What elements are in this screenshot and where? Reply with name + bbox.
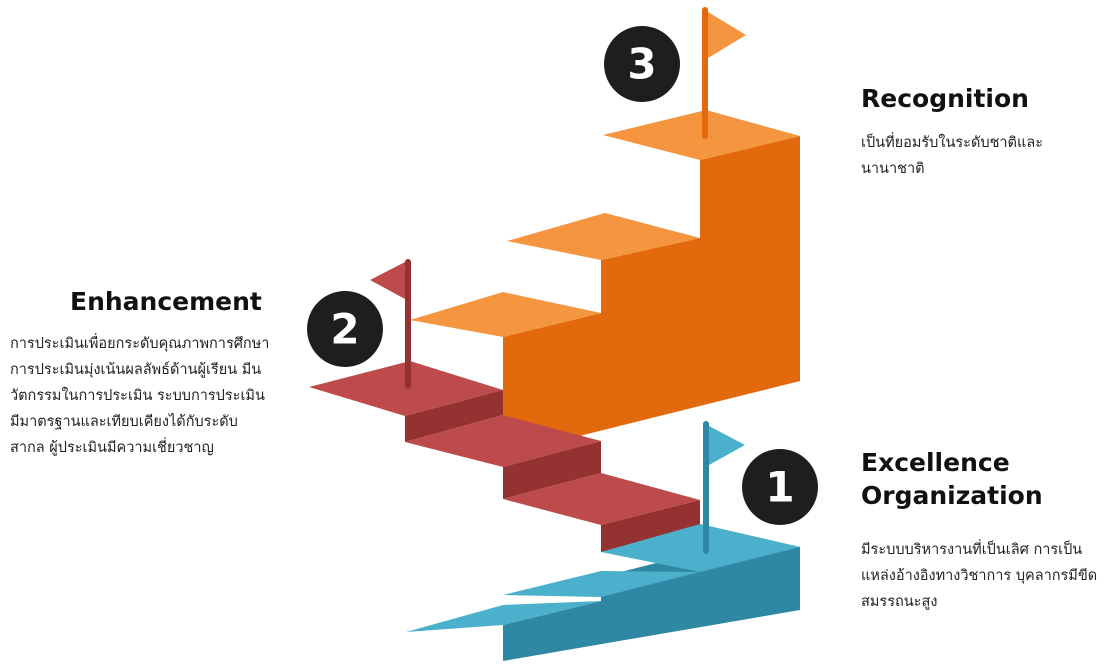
red-step-riser-2 <box>503 441 601 499</box>
orange-staircase <box>410 110 800 455</box>
badge-1-number: 1 <box>765 463 794 512</box>
red-step-top-3 <box>503 473 700 525</box>
badge-1: 1 <box>742 449 818 525</box>
flag-3-pennant <box>708 12 746 58</box>
orange-step-top-1 <box>410 292 601 337</box>
stage-2-description: การประเมินเพื่อยกระดับคุณภาพการศึกษา การ… <box>10 336 270 456</box>
stage-1-description: มีระบบบริหารงานที่เป็นเลิศ การเป็นแหล่งอ… <box>861 542 1098 610</box>
blue-step-top-2 <box>503 571 700 597</box>
blue-staircase <box>406 524 800 661</box>
stage-3-description: เป็นที่ยอมรับในระดับชาติและนานาชาติ <box>861 135 1043 177</box>
orange-step-top-2 <box>507 213 700 260</box>
red-step-riser-1 <box>405 390 503 442</box>
badge-3: 3 <box>604 26 680 102</box>
orange-block-front <box>503 136 800 455</box>
flag-2 <box>370 259 411 389</box>
badge-1-circle <box>742 449 818 525</box>
red-staircase <box>309 361 700 552</box>
badge-2-number: 2 <box>330 305 359 354</box>
stage-3-title: Recognition <box>861 84 1029 113</box>
red-step-riser-3 <box>601 500 700 552</box>
badge-2-circle <box>307 291 383 367</box>
stage-1-title: Excellence Organization <box>861 448 1043 511</box>
badge-2: 2 <box>307 291 383 367</box>
stage-2-title: Enhancement <box>70 287 262 316</box>
flag-1-pennant <box>709 426 745 465</box>
badge-3-number: 3 <box>627 40 656 89</box>
orange-step-top-3 <box>603 110 800 160</box>
badge-3-circle <box>604 26 680 102</box>
blue-step-top-3 <box>406 601 601 632</box>
blue-step-top-1 <box>601 524 800 572</box>
flag-2-pennant <box>370 262 405 299</box>
red-step-top-1 <box>309 361 503 416</box>
flag-1 <box>703 421 745 554</box>
flag-3 <box>702 7 746 139</box>
